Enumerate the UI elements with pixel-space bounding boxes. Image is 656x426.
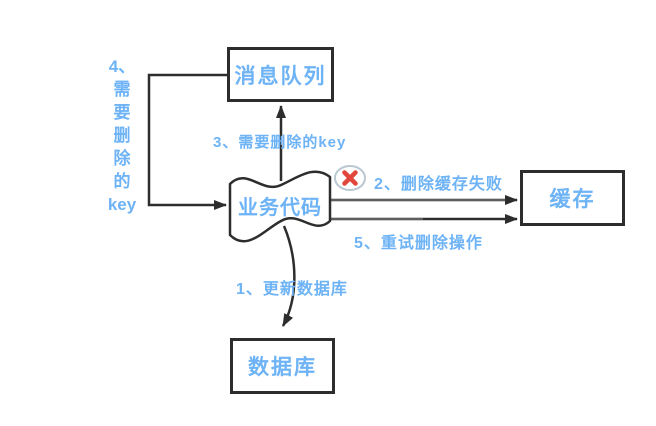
arrow-step1: [281, 225, 296, 327]
node-database: 数据库: [230, 338, 335, 394]
business-code-shape: [228, 170, 332, 243]
node-message-queue-label: 消息队列: [234, 64, 327, 88]
node-cache: 缓存: [520, 170, 625, 226]
node-business-code-label: 业务代码: [235, 192, 325, 219]
node-message-queue: 消息队列: [227, 47, 334, 102]
node-cache-label: 缓存: [549, 188, 596, 211]
edge-label-step3: 3、需要删除的key: [213, 134, 347, 151]
node-database-label: 数据库: [248, 356, 317, 379]
node-business-code-text: 业务代码: [238, 196, 322, 219]
error-icon: [334, 165, 366, 191]
edge-label-step5: 5、重试删除操作: [354, 235, 483, 252]
edge-label-step2: 2、删除缓存失败: [374, 176, 503, 193]
arrow-step4-connector: [147, 73, 228, 210]
edge-label-step1: 1、更新数据库: [236, 281, 348, 298]
